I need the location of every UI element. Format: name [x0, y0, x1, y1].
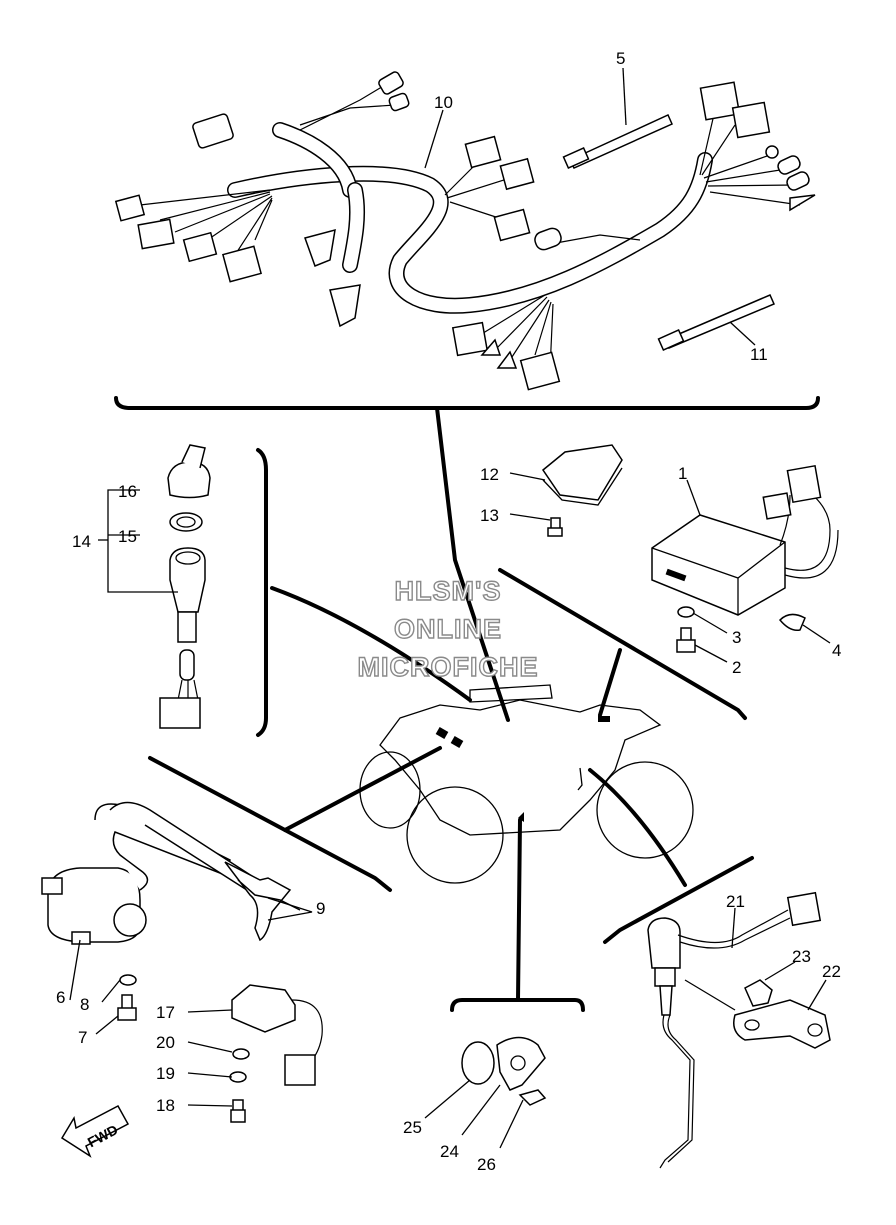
watermark-line-3: MICROFICHE	[358, 652, 539, 682]
callout-11[interactable]: 11	[750, 345, 768, 364]
part-15-nut[interactable]	[169, 512, 203, 532]
fwd-arrow: FWD	[60, 1104, 130, 1158]
part-6-ignition-coil[interactable]	[41, 867, 147, 945]
part-17-rectifier[interactable]	[231, 984, 323, 1086]
callout-1[interactable]: 1	[678, 464, 687, 483]
callout-4[interactable]: 4	[832, 641, 841, 660]
part-2-bolt[interactable]	[676, 627, 696, 653]
callout-2[interactable]: 2	[732, 658, 741, 677]
callout-14[interactable]: 14	[72, 532, 91, 551]
part-14-main-switch[interactable]	[159, 547, 206, 729]
cable-tie-11[interactable]	[657, 294, 775, 351]
callout-labels: 5 10 11 12 13 1 3 2 4 16 15 14 9 6 8 7 1…	[56, 49, 841, 1174]
part-26-screw[interactable]	[518, 1089, 547, 1106]
part-12-relay-cover[interactable]	[541, 444, 623, 506]
atv-silhouette	[359, 684, 694, 884]
callout-20[interactable]: 20	[156, 1033, 175, 1052]
callout-18[interactable]: 18	[156, 1096, 175, 1115]
part-22-bracket[interactable]	[733, 999, 831, 1049]
part-16-key-cap[interactable]	[167, 444, 211, 499]
part-1-cdi-unit[interactable]	[651, 464, 839, 616]
fwd-label: FWD	[85, 1121, 121, 1150]
callout-8[interactable]: 8	[80, 995, 89, 1014]
callout-23[interactable]: 23	[792, 947, 811, 966]
watermark-line-1: HLSM'S	[395, 576, 502, 606]
callout-17[interactable]: 17	[156, 1003, 175, 1022]
part-13-bolt[interactable]	[547, 517, 563, 537]
callout-7[interactable]: 7	[78, 1028, 87, 1047]
callout-15[interactable]: 15	[118, 527, 137, 546]
callout-16[interactable]: 16	[118, 482, 137, 501]
callout-22[interactable]: 22	[822, 962, 841, 981]
callout-25[interactable]: 25	[403, 1118, 422, 1137]
callout-19[interactable]: 19	[156, 1064, 175, 1083]
callout-9[interactable]: 9	[316, 899, 325, 918]
callout-13[interactable]: 13	[480, 506, 499, 525]
part-18-bolt[interactable]	[230, 1099, 246, 1123]
part-19-washer[interactable]	[229, 1071, 247, 1083]
watermark: HLSM'S ONLINE MICROFICHE	[357, 575, 539, 682]
part-4-clip[interactable]	[778, 613, 806, 632]
watermark-line-2: ONLINE	[394, 614, 502, 644]
harness-bracket	[114, 396, 820, 410]
callout-21[interactable]: 21	[726, 892, 745, 911]
part-23-nut[interactable]	[744, 979, 773, 1007]
callout-26[interactable]: 26	[477, 1155, 496, 1174]
callout-5[interactable]: 5	[616, 49, 625, 68]
part-9-spark-plug-caps[interactable]	[94, 801, 301, 942]
part-25-o-ring[interactable]	[461, 1041, 495, 1085]
part-24-neutral-switch[interactable]	[496, 1036, 546, 1091]
cable-tie-5[interactable]	[562, 114, 673, 169]
callout-6[interactable]: 6	[56, 988, 65, 1007]
part-21-brake-switch[interactable]	[647, 891, 822, 1169]
callout-10[interactable]: 10	[434, 93, 453, 112]
callout-24[interactable]: 24	[440, 1142, 459, 1161]
callout-12[interactable]: 12	[480, 465, 499, 484]
part-20-washer[interactable]	[232, 1048, 250, 1060]
callout-3[interactable]: 3	[732, 628, 741, 647]
part-8-washer[interactable]	[119, 974, 137, 986]
part-3-washer[interactable]	[677, 606, 695, 618]
part-7-bolt[interactable]	[117, 994, 137, 1021]
wire-harness[interactable]	[114, 71, 816, 391]
